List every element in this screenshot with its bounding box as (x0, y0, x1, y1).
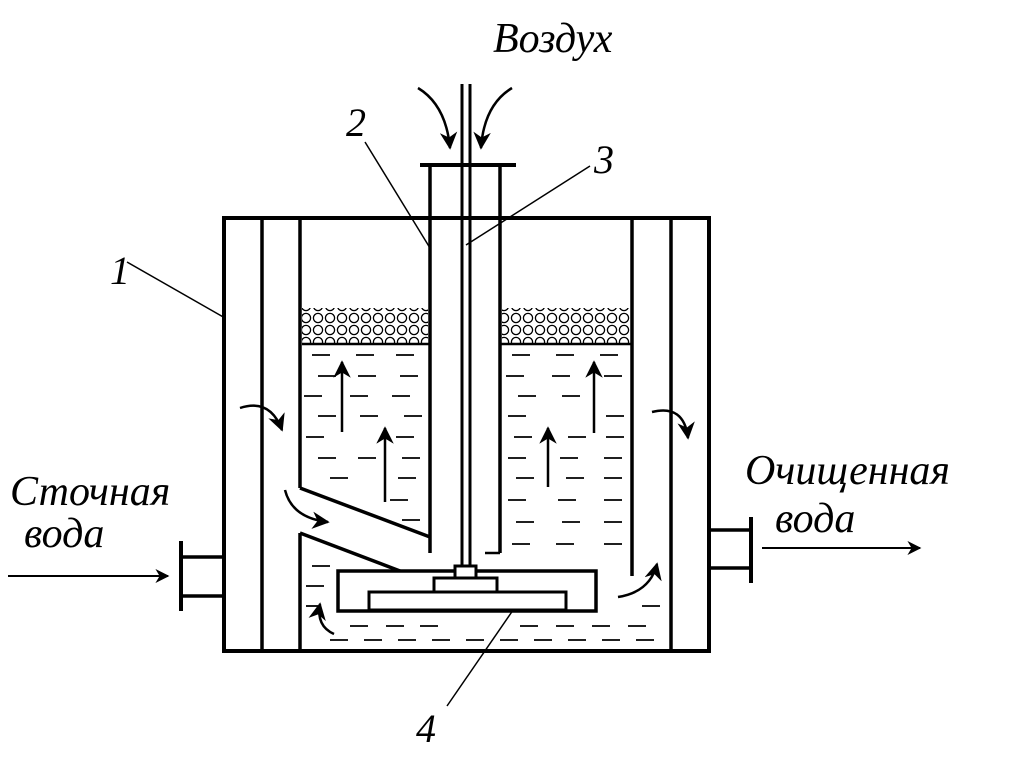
upflow-arrows (333, 360, 603, 502)
leader-line-3 (465, 165, 591, 246)
air-inflow-arrows (417, 86, 513, 150)
leader-line-1 (126, 261, 226, 319)
air-label: Воздух (493, 16, 613, 62)
water-left (304, 354, 422, 521)
callout-number-1: 1 (110, 248, 130, 293)
outlet-pipe (709, 517, 753, 583)
inlet-pipe (179, 541, 224, 611)
inlet-channel (260, 218, 431, 651)
impeller (336, 564, 598, 613)
water-bottom (306, 565, 660, 641)
inlet-label-line1: Сточная (10, 469, 170, 515)
curved-flow-arrows (239, 404, 695, 636)
inlet-label-line2: вода (24, 511, 104, 557)
foam-layer-left (302, 308, 430, 346)
outlet-label-line2: вода (775, 496, 855, 542)
outlet-label-line1: Очищенная (745, 448, 950, 494)
callout-number-2: 2 (346, 100, 366, 145)
callout-number-3: 3 (593, 137, 614, 182)
central-tube (420, 163, 516, 555)
callout-number-4: 4 (416, 706, 436, 751)
water-right (506, 354, 624, 545)
leader-line-2 (364, 141, 431, 249)
outlet-channel (630, 218, 673, 651)
shaft (460, 84, 472, 568)
tank-body (222, 216, 711, 653)
foam-layer-right (500, 308, 632, 346)
